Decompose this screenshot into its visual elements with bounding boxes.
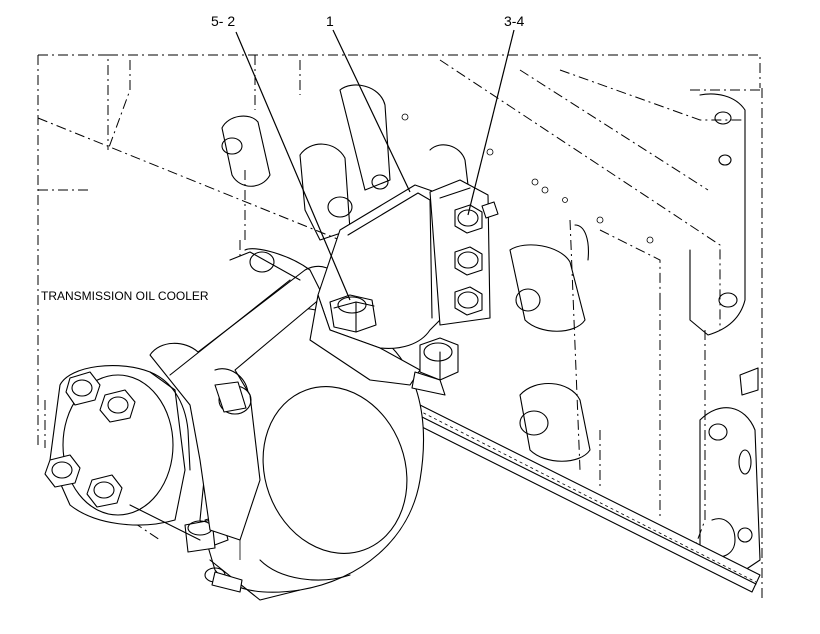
upper-bosses	[221, 84, 469, 241]
block-holes	[401, 113, 654, 244]
callout-3-4: 3-4	[504, 13, 524, 29]
engine-block-outline	[37, 54, 763, 600]
bracket-lower-bolt	[411, 337, 459, 396]
leader-5-2	[235, 31, 351, 301]
bracket-bolt-5-2	[329, 294, 377, 333]
pump-bolts	[44, 371, 136, 508]
leader-1	[332, 29, 411, 193]
right-bosses	[509, 224, 591, 462]
engine-right-features	[689, 93, 761, 581]
pump-body	[49, 365, 201, 541]
bracket-bolts-3-4	[454, 201, 499, 316]
leader-3-4	[467, 29, 515, 216]
support-arm	[149, 248, 341, 541]
callout-leaders	[235, 29, 515, 301]
callout-1: 1	[326, 13, 334, 29]
callout-5-2: 5- 2	[211, 13, 235, 29]
transmission-oil-cooler-label: TRANSMISSION OIL COOLER	[41, 289, 209, 303]
